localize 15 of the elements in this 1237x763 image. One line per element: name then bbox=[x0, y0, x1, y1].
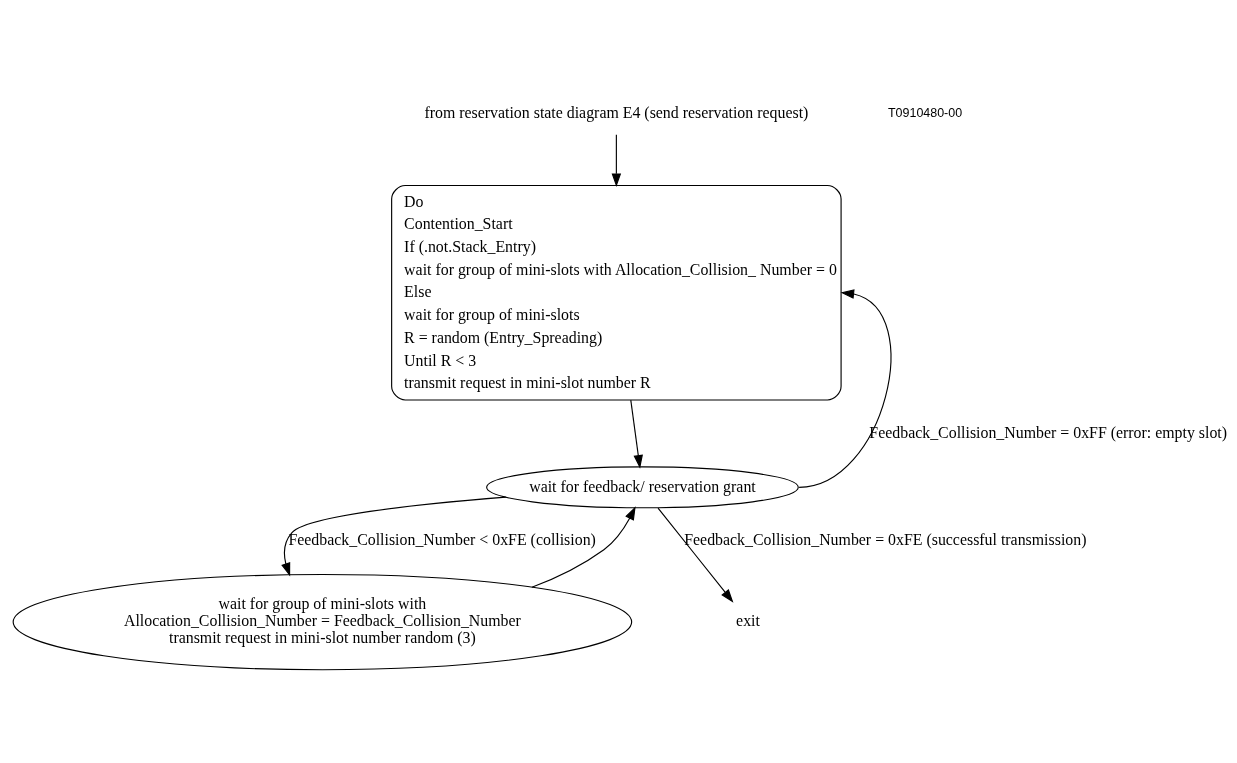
arrow bbox=[798, 289, 892, 488]
node-ellipse: wait for group of mini-slots with Allocation_Collision_Number = Feedback_Collision_Number transmit request in mini-slot number random (3) bbox=[12, 573, 633, 671]
node-text: exit bbox=[736, 612, 760, 630]
label: T0910480-00 bbox=[887, 106, 963, 121]
arrow bbox=[630, 399, 643, 469]
arrow bbox=[611, 134, 622, 188]
edge-label: Feedback_Collision_Number = 0xFE (successful transmission) bbox=[684, 531, 1087, 549]
edge-label: Feedback_Collision_Number = 0xFF (error: empty slot) bbox=[869, 423, 1228, 441]
edge-label: Feedback_Collision_Number < 0xFE (collision) bbox=[288, 531, 596, 549]
node-ellipse: wait for feedback/ reservation grant bbox=[486, 466, 799, 509]
arrow bbox=[657, 507, 734, 603]
node-box: Do Contention_Start If (.not.Stack_Entry) wait for group of mini-slots with Allocation_Collision_ Number = 0 Else wait for group of mini-slots R = random (Entry_Spreading) Until R < 3 transmit request in mini-slot number R bbox=[391, 184, 842, 401]
node-text: from reservation state diagram E4 (send reservation request) bbox=[424, 104, 809, 122]
arrow bbox=[531, 506, 636, 588]
arrow bbox=[281, 496, 507, 577]
